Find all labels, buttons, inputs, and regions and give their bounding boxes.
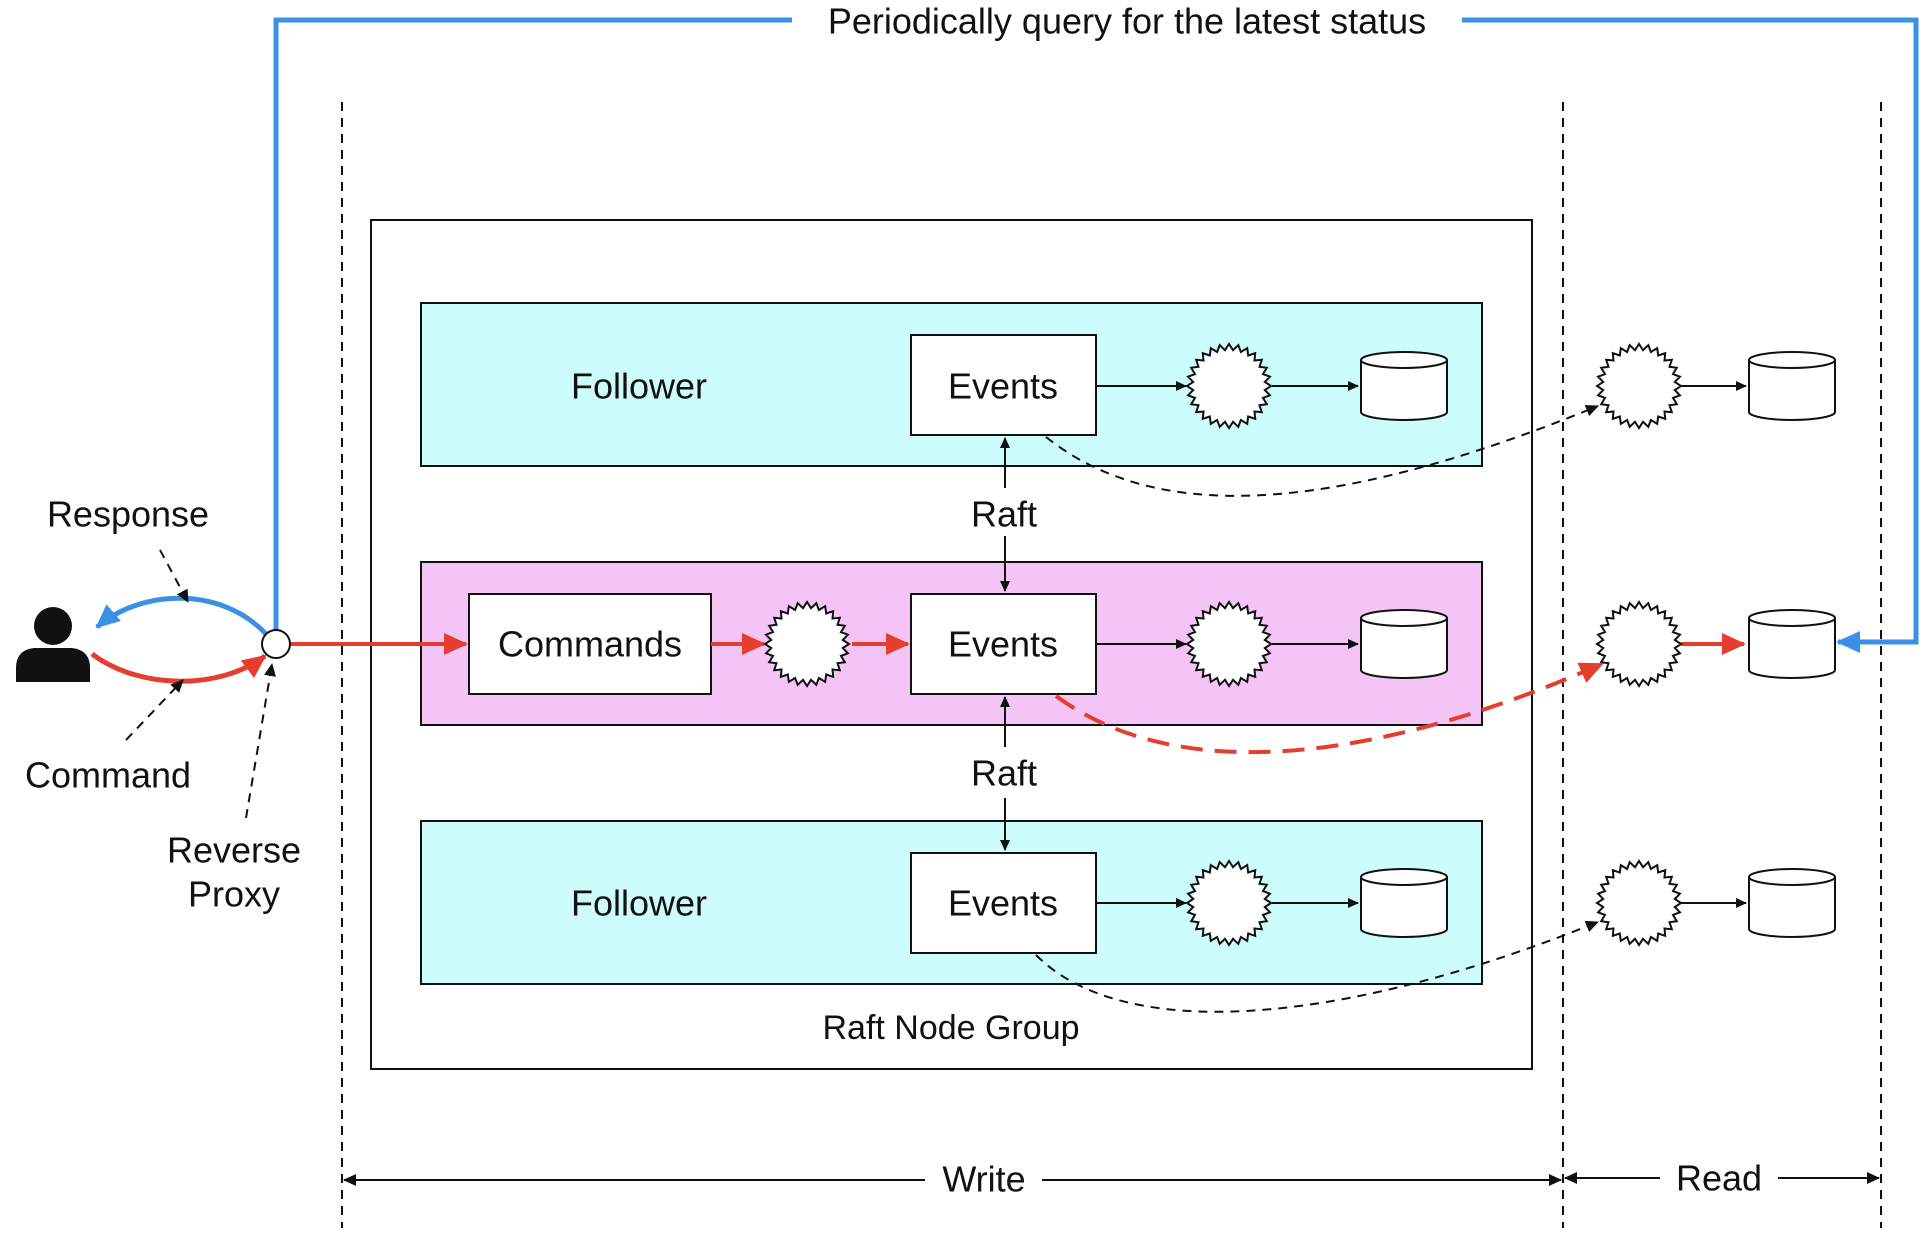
starburst-icon: [1595, 859, 1683, 947]
read-label: Read: [1676, 1158, 1762, 1199]
starburst-icon: [1595, 342, 1683, 430]
processor-group: [763, 342, 1683, 947]
database-cylinder-icon: [1360, 351, 1448, 421]
write-label: Write: [942, 1159, 1025, 1200]
raft-top-label: Raft: [971, 494, 1037, 535]
proxy-pointer: [245, 663, 276, 819]
response-arc: [95, 595, 268, 636]
starburst-icon: [1185, 342, 1273, 430]
command-arc: [90, 651, 267, 684]
status-query-line: [273, 17, 792, 640]
database-cylinder-icon: [1748, 868, 1836, 938]
circle-node-icon: [261, 629, 291, 659]
starburst-icon: [1595, 600, 1683, 688]
person-icon: [16, 607, 90, 682]
command-pointer: [125, 679, 184, 741]
database-cylinder-icon: [1360, 868, 1448, 938]
replication-curve-bottom: [1035, 920, 1599, 1013]
raft-node-group-label: Raft Node Group: [822, 1009, 1079, 1047]
status-query-line-right: [1462, 17, 1919, 653]
response-pointer: [159, 549, 189, 603]
replication-curve-top: [1045, 404, 1599, 497]
events-middle-label: Events: [948, 624, 1058, 665]
store-group: [1360, 351, 1836, 938]
database-cylinder-icon: [1748, 609, 1836, 679]
commands-box: [468, 593, 712, 695]
events-top-label: Events: [948, 366, 1058, 407]
database-cylinder-icon: [1360, 609, 1448, 679]
starburst-icon: [763, 600, 851, 688]
command-label: Command: [25, 755, 191, 796]
status-query-label: Periodically query for the latest status: [828, 1, 1426, 42]
database-cylinder-icon: [1748, 351, 1836, 421]
events-box-middle: [910, 593, 1097, 695]
reverse-proxy-label-line1: Reverse: [167, 830, 301, 871]
events-bottom-label: Events: [948, 883, 1058, 924]
events-box-top: [910, 334, 1097, 436]
follower-top-label: Follower: [571, 366, 707, 407]
response-label: Response: [47, 494, 209, 535]
raft-bottom-label: Raft: [971, 753, 1037, 794]
events-box-bottom: [910, 852, 1097, 954]
reverse-proxy-label-line2: Proxy: [188, 874, 280, 915]
starburst-icon: [1185, 600, 1273, 688]
commands-label: Commands: [498, 624, 682, 665]
starburst-icon: [1185, 859, 1273, 947]
follower-bottom-label: Follower: [571, 883, 707, 924]
